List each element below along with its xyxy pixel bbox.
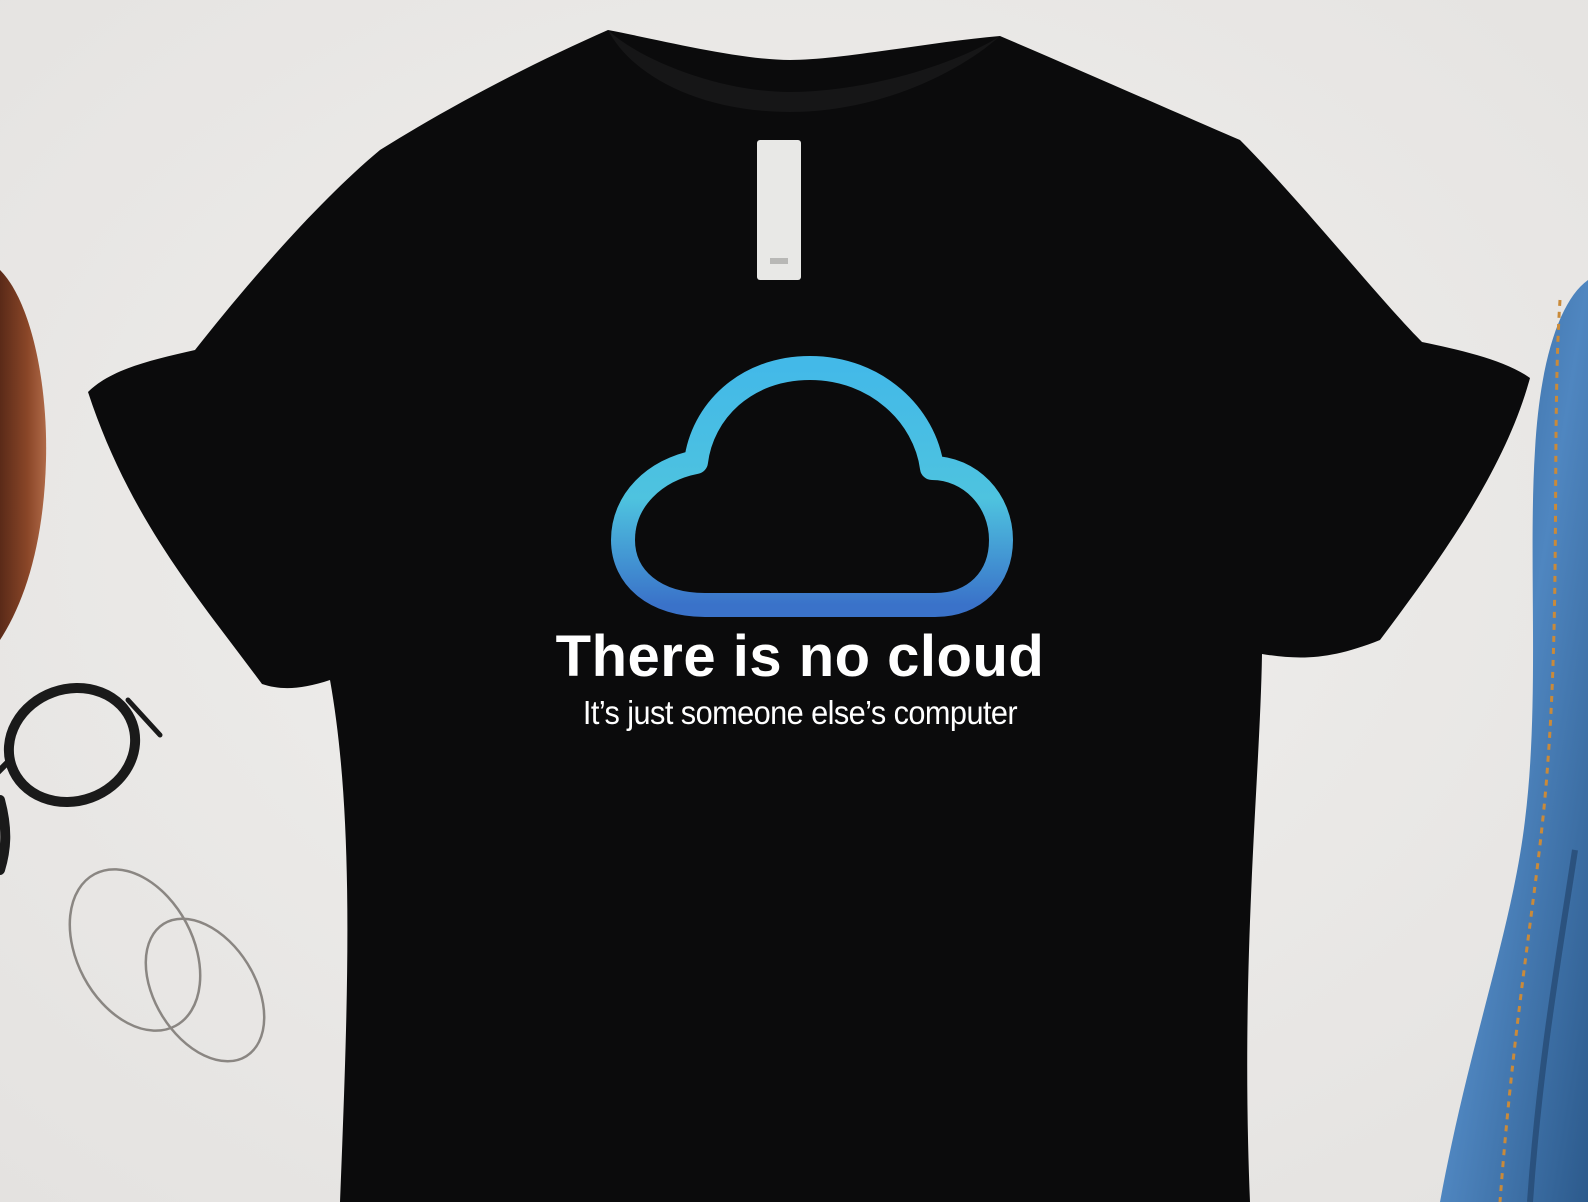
shirt-print-title: There is no cloud xyxy=(555,624,1045,689)
shirt-print-subtitle: It’s just someone else’s computer xyxy=(582,694,1018,731)
eyeglasses-icon xyxy=(0,683,163,875)
hoop-earrings-icon xyxy=(68,868,266,1063)
denim-jacket-icon xyxy=(1440,280,1588,1202)
neck-tag xyxy=(757,140,801,280)
t-shirt-collar xyxy=(608,30,1000,112)
wooden-bowl-icon xyxy=(0,270,47,640)
cloud-outline-icon xyxy=(611,356,1013,617)
